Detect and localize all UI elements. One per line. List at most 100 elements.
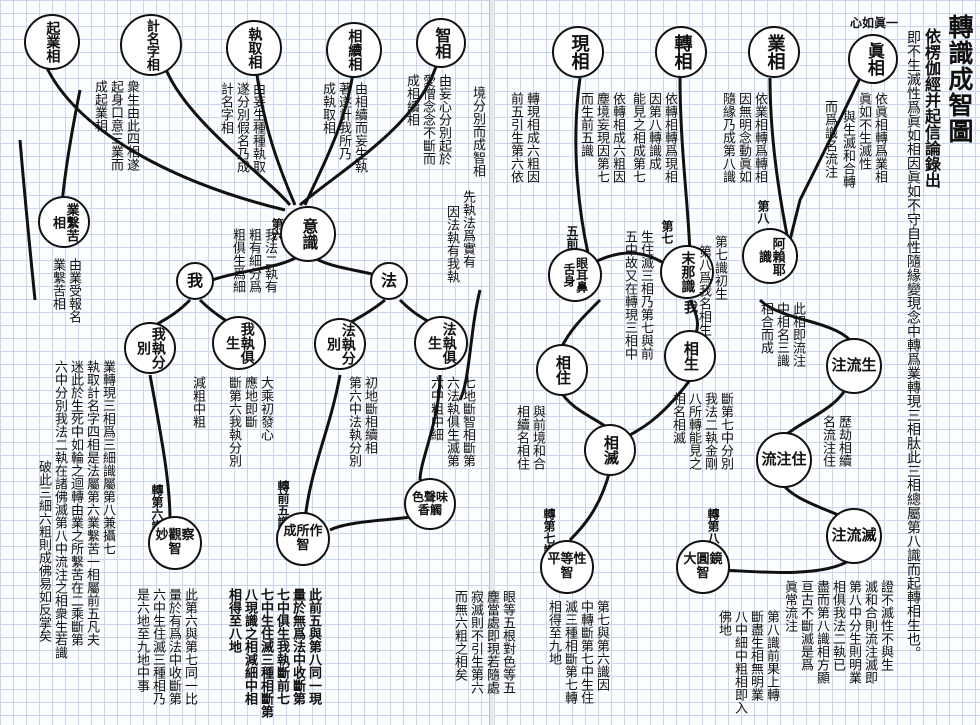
node-yexiku: 業繫苦相	[38, 196, 90, 248]
node-xian: 現相	[552, 26, 604, 78]
text-lb-3: 迷此於生死中如輪之迴轉由業之所繫苦在二乘斷第	[68, 360, 83, 646]
node-pingdeng: 平等性智	[540, 540, 594, 594]
text-zq-2: 遂分別假名乃成	[234, 82, 249, 173]
node-yanji: 眼耳鼻舌身	[548, 248, 602, 302]
text-br-11: 佛地	[716, 610, 731, 636]
intro-text: 即不生滅性爲眞如相因眞如不守自性隨緣變現念中轉爲業轉現三相肽此三相總屬第八識而起…	[905, 30, 921, 660]
node-zhuan: 轉相	[655, 26, 707, 78]
node-jiming: 計名字相	[120, 14, 182, 76]
text-wz-4: 減粗中粗	[190, 376, 205, 428]
text-mid-6: 相續名相住	[514, 405, 529, 470]
link-qi-yishi	[38, 49, 286, 212]
node-moduo-wo: 我	[682, 300, 698, 314]
text-br-10: 八中細中粗相即入	[732, 610, 747, 714]
text-xx-1: 由相續而妄生執	[352, 82, 367, 173]
text-lb-12: 七中生住滅三種相斷第	[258, 588, 273, 718]
text-lb-2: 執取計名字四相是法屬第六業繫苦一相屬前五凡夫	[84, 360, 99, 646]
text-mid-5: 與前境和合	[530, 405, 545, 470]
text-lb-4: 六中分別我法二執在諸佛滅第八中流注之相衆生若識	[52, 360, 67, 659]
link-zhi-yishi	[299, 49, 442, 207]
link-yanji-moduo	[594, 251, 663, 264]
text-ye-l1: 由業受報名	[66, 258, 81, 323]
text-br-9: 斷盡生相無明業	[748, 610, 763, 701]
text-xx-2: 著遂計我所乃	[336, 82, 351, 160]
link-yanji-zhu	[558, 298, 602, 351]
text-lb-13: 七中俱生我執斷前七	[274, 588, 289, 705]
text-fz-3: 七地斷智相斷第	[460, 376, 475, 467]
text-lb-14: 量於無爲法中收斷第	[290, 588, 305, 705]
trunk-zhuan-moduo	[678, 77, 692, 261]
text-ye-1: 而爲識名流注	[822, 100, 837, 178]
text-xian-1: 依轉相成六粗因	[610, 92, 625, 183]
text-bm-2: 中轉斷第七中生住	[578, 600, 593, 704]
link-left-edge	[18, 139, 37, 301]
text-br-3: 第八中分生則明業	[846, 580, 861, 684]
text-lb-15: 此前五與第八同一現	[306, 588, 321, 705]
node-fazhi-jusheng: 法執俱生	[414, 316, 468, 370]
link-wozfb-miao	[148, 374, 172, 521]
node-yishi: 意識	[280, 206, 336, 262]
text-five-2: 五中故又在轉現三相中	[622, 230, 637, 360]
text-wz-1: 大乘初發心	[258, 376, 273, 441]
text-ye-4: 隨緣乃成第八識	[720, 92, 735, 183]
link-fazfb-chengsuo	[303, 374, 342, 521]
link-edge-r	[458, 289, 482, 401]
text-bm-5: 眼等五根對色等五	[500, 590, 515, 694]
tag-qi: 第七	[660, 220, 674, 244]
text-seven-1: 第七識初生	[712, 235, 727, 300]
node-xiangmie: 相滅	[584, 424, 636, 476]
text-fz-2: 第六中法執分別	[346, 376, 361, 467]
node-xiangxu: 相續相	[326, 22, 382, 78]
text-zhuan-3: 能見之相成第七	[630, 92, 645, 183]
link-zhumie-jing	[719, 558, 851, 574]
node-qiye: 起業相	[24, 14, 80, 70]
node-zhuliusheng: 注流生	[826, 338, 882, 394]
text-zhi-1: 由妄心分別起於	[436, 74, 451, 165]
text-bm-4: 相得至九地	[546, 600, 561, 665]
page-gutter	[489, 0, 495, 725]
node-xiangzhu: 相住	[536, 344, 588, 396]
node-moduo: 末那識	[660, 245, 714, 299]
node-ye-right: 業相	[748, 26, 800, 78]
node-zhen: 眞相	[848, 34, 898, 84]
text-liu-1: 此相即流注	[790, 302, 805, 367]
node-xiangsheng: 相生	[664, 330, 716, 382]
text-zq-1: 由妄生種種執取	[250, 82, 265, 173]
trunk-xian-yanji	[574, 77, 592, 263]
page-title: 轉識成智圖	[945, 14, 974, 144]
text-xx-3: 成執取相	[320, 82, 335, 134]
text-zhi-3: 成相續相	[404, 74, 419, 126]
text-zhu-2: 名流注住	[820, 415, 835, 467]
text-lb-1: 業轉現三相爲三細識屬第八兼攝七	[100, 360, 115, 555]
text-liu-2: 中相名三識	[774, 302, 789, 367]
top-note: 心如眞一	[850, 16, 899, 30]
text-ye-l2: 業繫苦相	[50, 258, 65, 310]
text-bm-7: 寂滅則不引生第六	[468, 590, 483, 694]
text-lb-8: 量於有爲法中收斷第	[166, 588, 181, 705]
text-wo-2: 粗有細分爲	[246, 228, 261, 293]
text-fa-1: 先執法爲實有	[460, 190, 475, 268]
text-fz-5: 六中粗中細	[428, 376, 443, 441]
node-zhiqu: 執取相	[226, 20, 282, 76]
node-zhixiang: 智相	[416, 18, 466, 68]
text-zhuan-2: 因第八轉識成	[646, 92, 661, 170]
text-jm-3: 成起業相	[92, 80, 107, 132]
page-subtitle: 依楞伽經并起信論錄出	[922, 28, 941, 188]
link-alaiye-zhusheng	[758, 298, 852, 342]
node-wozhi-fenbie: 我執分別	[124, 322, 176, 374]
node-fa: 法	[370, 262, 408, 300]
node-seshengwei: 色聲味香觸	[404, 478, 456, 530]
text-zhu-1: 歷劫相續	[836, 415, 851, 467]
text-zhuan-1: 依轉相轉爲現相	[662, 92, 677, 183]
text-lb-10: 相得至八地	[226, 588, 241, 653]
node-miaoguan: 妙觀察智	[148, 516, 202, 570]
node-fazhi-fenbie: 法執分別	[314, 318, 366, 370]
text-lb-6: 是六地至九地中事	[134, 588, 149, 692]
text-bm-8: 而無六粗之相矣	[452, 590, 467, 681]
text-xian-5: 前五引生第六依	[508, 92, 523, 183]
trunk-zhen-alaiye	[788, 77, 862, 241]
text-wz-3: 斷第六我執分別	[226, 376, 241, 467]
text-zhi-2: 愛憎念念不斷而	[420, 74, 435, 165]
text-wo-3: 粗俱生爲細	[230, 228, 245, 293]
